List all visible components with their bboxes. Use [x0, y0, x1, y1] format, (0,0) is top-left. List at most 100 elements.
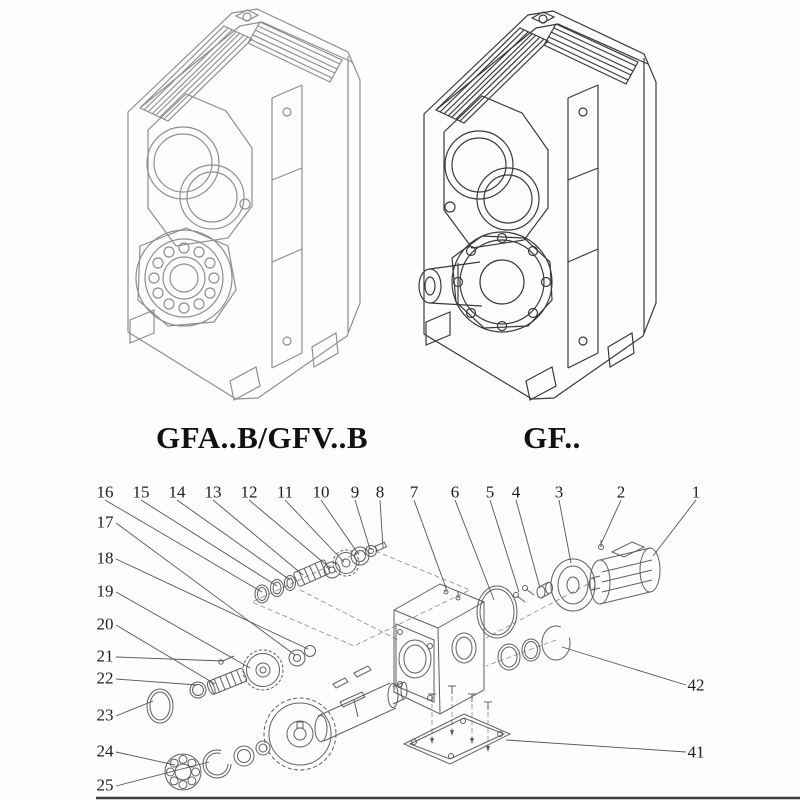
callout-number-18: 18 [96, 548, 114, 568]
callout-number-10: 10 [312, 482, 330, 502]
spacer [288, 649, 306, 667]
output-gear-and-shaft [263, 665, 408, 771]
seal-ring [189, 681, 207, 699]
leader-line-5 [489, 499, 520, 593]
leader-line-8 [379, 499, 384, 549]
input-bore [444, 130, 514, 200]
leader-line-11 [284, 499, 345, 563]
callout-number-19: 19 [96, 581, 114, 601]
ball-bearing [164, 753, 202, 791]
flange-bolts [513, 585, 535, 603]
small-ring [304, 645, 316, 657]
callout-number-11: 11 [276, 482, 294, 502]
leader-line-12 [248, 499, 331, 569]
output-bearing-parts [164, 740, 271, 791]
cover-plate [402, 685, 512, 765]
small-ring [255, 740, 271, 756]
leader-line-15 [140, 499, 278, 587]
key-large [353, 665, 372, 678]
seal-ring [254, 584, 270, 604]
leader-line-6 [454, 499, 495, 601]
gearbox-drawing-gf [418, 10, 657, 401]
input-bore [146, 126, 220, 200]
motor-adapter-flange [550, 558, 596, 612]
callout-number-12: 12 [240, 482, 258, 502]
mounting-flange-band [567, 84, 599, 369]
callout-number-16: 16 [96, 482, 114, 502]
callout-number-2: 2 [616, 482, 626, 502]
cooling-fins-right [247, 21, 343, 83]
leader-line-20 [115, 624, 216, 685]
mounting-feet [129, 309, 339, 401]
callout-number-1: 1 [691, 482, 701, 502]
leader-line-3 [558, 499, 572, 564]
callout-number-20: 20 [96, 614, 114, 634]
key [374, 541, 388, 552]
leader-line-41 [505, 739, 687, 753]
housing-outline [423, 10, 657, 400]
output-bearing [135, 227, 237, 327]
spacer [323, 561, 341, 579]
callout-number-7: 7 [409, 482, 419, 502]
motor-assembly [476, 540, 661, 639]
gearbox-drawing-gfab-gfvb [127, 8, 361, 401]
cover-bolts [428, 685, 492, 710]
callout-number-42: 42 [687, 675, 705, 695]
lifting-eye [234, 9, 260, 22]
mounting-feet [425, 311, 635, 401]
callout-number-3: 3 [554, 482, 564, 502]
intermediate-bore [179, 164, 245, 230]
leader-line-24 [115, 751, 176, 766]
callout-number-41: 41 [687, 742, 705, 762]
leader-line-2 [600, 499, 622, 545]
roof-inner-edge [435, 23, 649, 111]
callout-number-9: 9 [350, 482, 360, 502]
key-small [332, 677, 349, 689]
housing-bore-left [398, 639, 432, 679]
leader-line-18 [115, 558, 309, 650]
retainer [365, 545, 377, 557]
front-bearing-plate [443, 95, 549, 249]
callout-number-15: 15 [132, 482, 150, 502]
intermediate-gear-parts [146, 645, 316, 724]
bushing [536, 581, 553, 599]
plug-hole [239, 198, 251, 210]
callout-number-25: 25 [96, 775, 114, 795]
leader-line-19 [115, 591, 251, 669]
callout-number-14: 14 [168, 482, 186, 502]
roof-inner-edge [139, 21, 353, 109]
leader-line-23 [115, 700, 154, 717]
leader-line-9 [354, 499, 371, 550]
leader-line-25 [115, 761, 210, 787]
leader-line-22 [115, 678, 198, 686]
mounting-flange-band [271, 84, 303, 369]
cooling-fins-left [434, 27, 550, 124]
model-label-gfab-gfvb: GFA..B/GFV..B [155, 420, 369, 455]
end-cover-ring [146, 688, 174, 724]
o-ring [476, 585, 518, 639]
housing-outline [127, 8, 361, 400]
washer [233, 745, 255, 767]
housing-bolts [443, 585, 461, 601]
output-flange-and-shaft [418, 231, 553, 333]
callout-number-5: 5 [485, 482, 495, 502]
front-bearing-plate [146, 93, 253, 247]
leader-line-21 [115, 656, 225, 662]
output-gear [263, 697, 337, 771]
plug-hole [444, 201, 456, 213]
snap-ring [202, 749, 232, 779]
leader-line-7 [413, 499, 447, 589]
leader-line-1 [652, 499, 697, 557]
leader-line-42 [561, 646, 687, 686]
assembly-arrows [430, 730, 490, 752]
washer [284, 575, 296, 591]
output-shaft [314, 681, 408, 742]
leader-line-17 [115, 522, 296, 656]
leader-line-16 [104, 499, 263, 593]
leader-line-10 [320, 499, 360, 556]
callout-number-24: 24 [96, 741, 114, 761]
retaining-rings [497, 625, 571, 671]
input-gear [332, 549, 360, 577]
